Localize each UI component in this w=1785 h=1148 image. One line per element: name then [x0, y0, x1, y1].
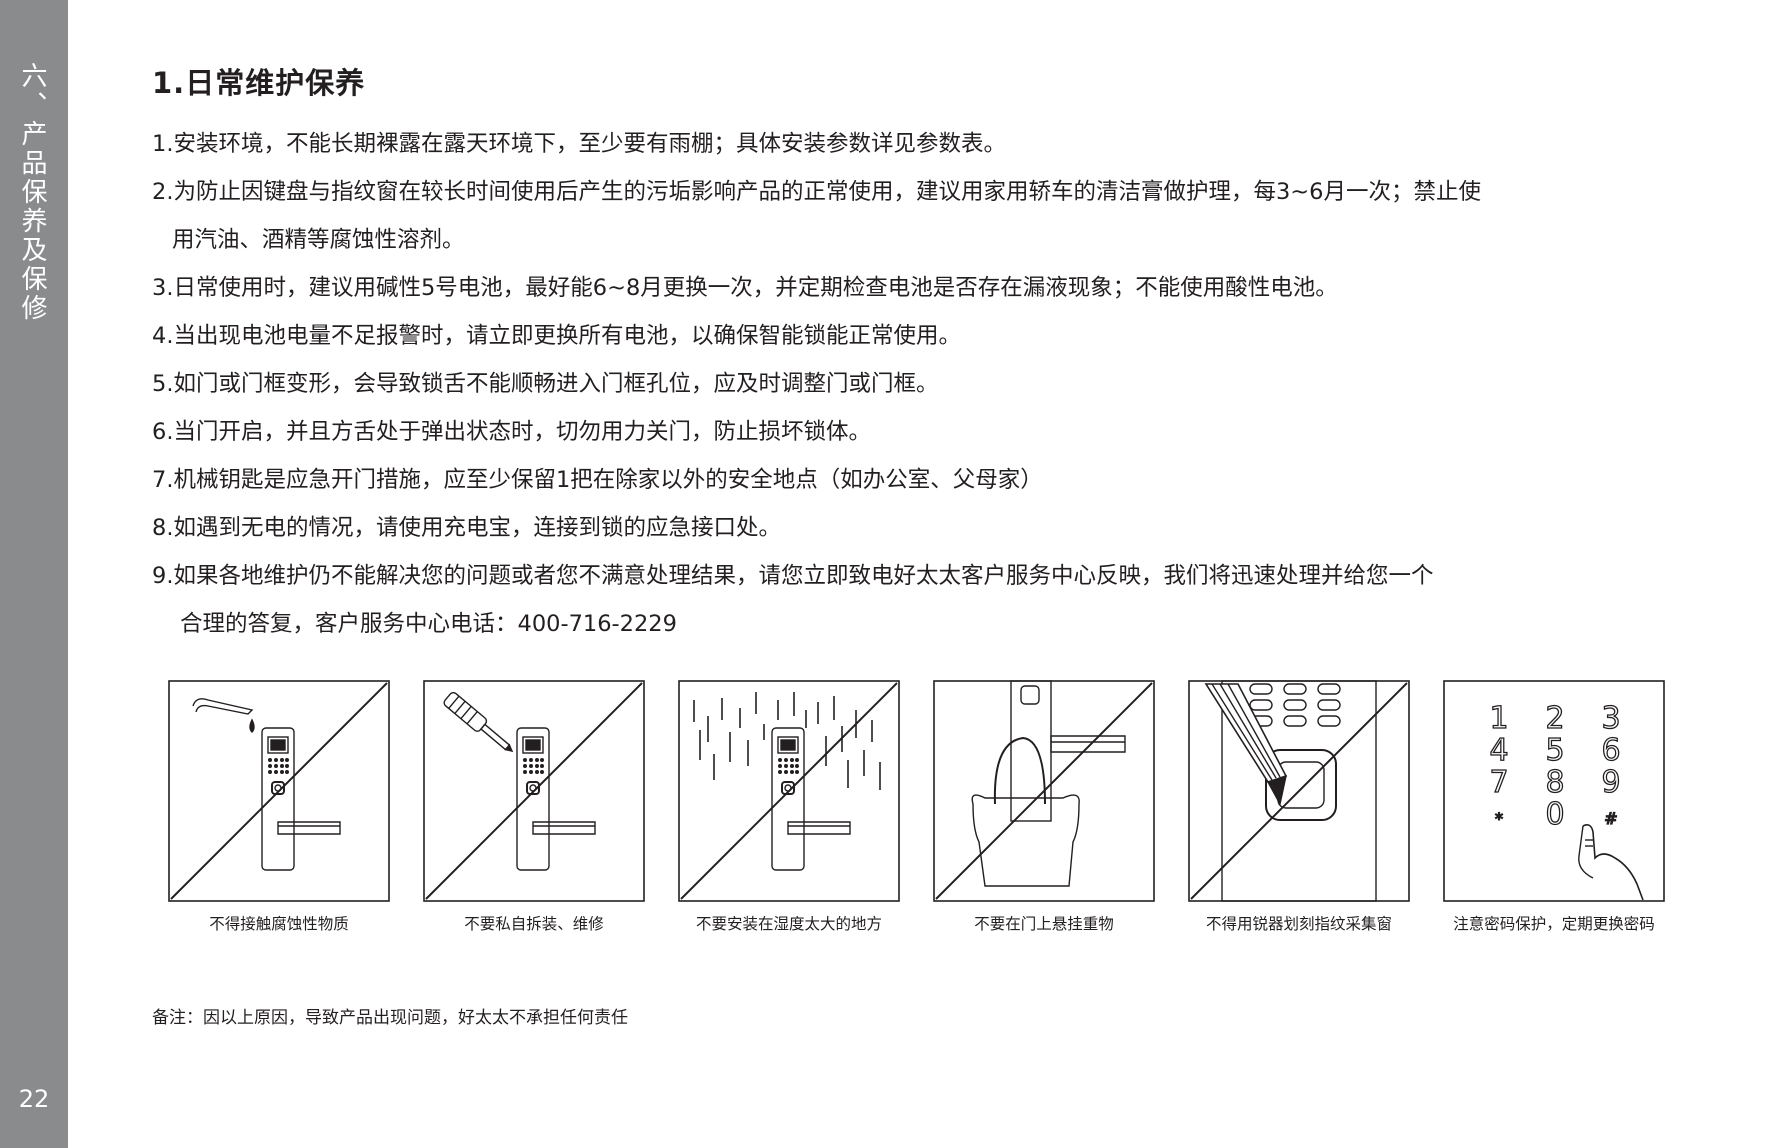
disclaimer-note: 备注：因以上原因，导致产品出现问题，好太太不承担任何责任: [152, 1008, 628, 1028]
list-item-text: 3.日常使用时，建议用碱性5号电池，最好能6~8月更换一次，并定期检查电池是否存…: [152, 275, 1338, 301]
page-number: 22: [18, 1085, 50, 1113]
warning-card: 1 2 3 4 5 6 7 8 9 * 0 # 注意密码保护，定期更换密码: [1443, 680, 1665, 934]
rain-humidity-icon: [678, 680, 900, 902]
screwdriver-icon: [423, 680, 645, 902]
keypad-key: 8: [1545, 765, 1564, 800]
list-item: 8.如遇到无电的情况，请使用充电宝，连接到锁的应急接口处。: [152, 504, 1672, 552]
list-item: 2.为防止因键盘与指纹窗在较长时间使用后产生的污垢影响产品的正常使用，建议用家用…: [152, 168, 1672, 264]
warning-caption: 不要私自拆装、维修: [464, 915, 604, 933]
warning-card: 不要私自拆装、维修: [423, 680, 645, 934]
list-item-text: 8.如遇到无电的情况，请使用充电宝，连接到锁的应急接口处。: [152, 515, 781, 541]
list-item-text: 6.当门开启，并且方舌处于弹出状态时，切勿用力关门，防止损坏锁体。: [152, 419, 871, 445]
list-item: 3.日常使用时，建议用碱性5号电池，最好能6~8月更换一次，并定期检查电池是否存…: [152, 264, 1672, 312]
warning-card: 不得用锐器划刻指纹采集窗: [1188, 680, 1410, 934]
sidebar: 六、产品保养及保修 22: [0, 0, 68, 1148]
warning-card: 不要安装在湿度太大的地方: [678, 680, 900, 934]
keypad-password-icon: 1 2 3 4 5 6 7 8 9 * 0 #: [1443, 680, 1665, 902]
page-heading: 1.日常维护保养: [152, 66, 366, 100]
list-item-continuation: 合理的答复，客户服务中心电话：400-716-2229: [180, 611, 677, 637]
warning-card: 不得接触腐蚀性物质: [168, 680, 390, 934]
list-item: 6.当门开启，并且方舌处于弹出状态时，切勿用力关门，防止损坏锁体。: [152, 408, 1672, 456]
list-item-text: 9.如果各地维护仍不能解决您的问题或者您不满意处理结果，请您立即致电好太太客户服…: [152, 563, 1434, 589]
keypad-key: 9: [1601, 765, 1620, 800]
list-item-text: 5.如门或门框变形，会导致锁舌不能顺畅进入门框孔位，应及时调整门或门框。: [152, 371, 939, 397]
corrosive-liquid-icon: [168, 680, 390, 902]
list-item-text: 4.当出现电池电量不足报警时，请立即更换所有电池，以确保智能锁能正常使用。: [152, 323, 961, 349]
warning-caption: 不要在门上悬挂重物: [974, 915, 1114, 933]
list-item: 5.如门或门框变形，会导致锁舌不能顺畅进入门框孔位，应及时调整门或门框。: [152, 360, 1672, 408]
warning-caption: 不得接触腐蚀性物质: [209, 915, 349, 933]
warning-caption: 不得用锐器划刻指纹采集窗: [1205, 915, 1392, 933]
keypad-key: 2: [1545, 701, 1564, 736]
keypad-key: #: [1604, 809, 1617, 828]
keypad-key: 0: [1545, 797, 1564, 832]
list-item-text: 2.为防止因键盘与指纹窗在较长时间使用后产生的污垢影响产品的正常使用，建议用家用…: [152, 179, 1481, 205]
list-item-text: 7.机械钥匙是应急开门措施，应至少保留1把在除家以外的安全地点（如办公室、父母家…: [152, 467, 1043, 493]
list-item: 1.安装环境，不能长期裸露在露天环境下，至少要有雨棚；具体安装参数详见参数表。: [152, 120, 1672, 168]
keypad-key: 7: [1489, 765, 1508, 800]
keypad-key: 4: [1489, 733, 1508, 768]
hanging-bag-icon: [933, 680, 1155, 902]
maintenance-list: 1.安装环境，不能长期裸露在露天环境下，至少要有雨棚；具体安装参数详见参数表。 …: [152, 120, 1672, 648]
list-item: 9.如果各地维护仍不能解决您的问题或者您不满意处理结果，请您立即致电好太太客户服…: [152, 552, 1672, 648]
warning-caption: 不要安装在湿度太大的地方: [695, 915, 882, 933]
keypad-key: 1: [1489, 701, 1508, 736]
list-item: 4.当出现电池电量不足报警时，请立即更换所有电池，以确保智能锁能正常使用。: [152, 312, 1672, 360]
warning-caption: 注意密码保护，定期更换密码: [1453, 915, 1655, 933]
list-item-continuation: 用汽油、酒精等腐蚀性溶剂。: [172, 227, 465, 253]
keypad-key: 3: [1601, 701, 1620, 736]
keypad-key: *: [1495, 809, 1503, 828]
list-item: 7.机械钥匙是应急开门措施，应至少保留1把在除家以外的安全地点（如办公室、父母家…: [152, 456, 1672, 504]
keypad-key: 6: [1601, 733, 1620, 768]
list-item-text: 1.安装环境，不能长期裸露在露天环境下，至少要有雨棚；具体安装参数详见参数表。: [152, 131, 1006, 157]
fingerprint-scratch-icon: [1188, 680, 1410, 902]
section-title: 六、产品保养及保修: [17, 62, 47, 323]
keypad-key: 5: [1545, 733, 1564, 768]
warning-card: 不要在门上悬挂重物: [933, 680, 1155, 934]
warning-illustrations: 不得接触腐蚀性物质: [168, 680, 1668, 940]
